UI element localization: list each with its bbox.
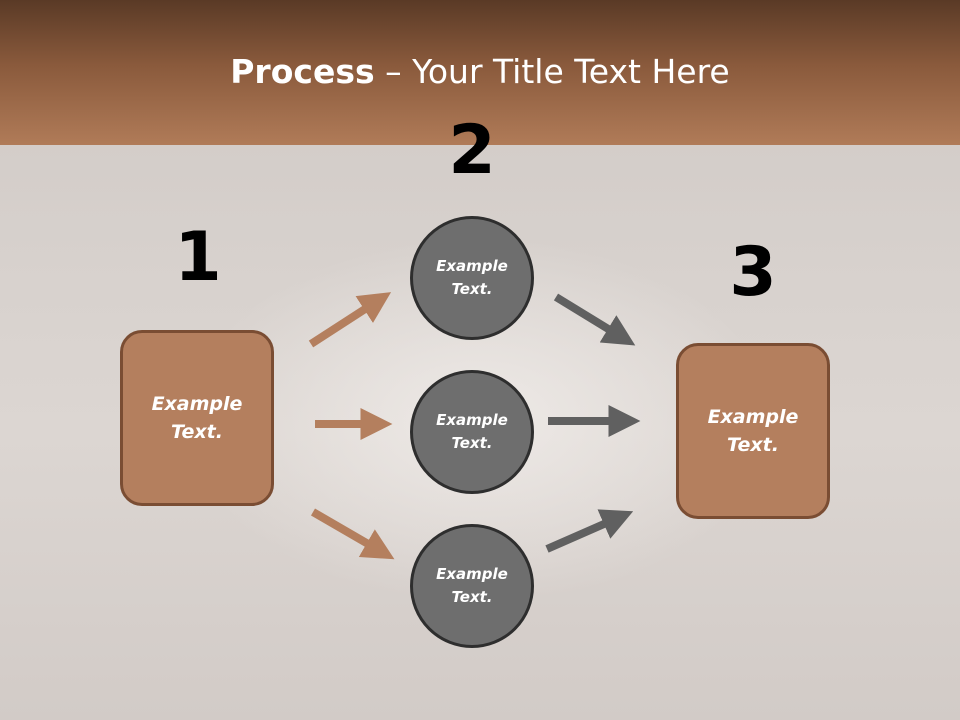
arrow-left-to-bottom bbox=[310, 508, 395, 560]
middle-circle-center[interactable]: Example Text. bbox=[410, 370, 534, 494]
title-rest: – Your Title Text Here bbox=[374, 52, 730, 91]
title-bar bbox=[0, 0, 960, 145]
circle-bottom-line1: Example bbox=[436, 564, 508, 583]
circle-bottom-line2: Text. bbox=[451, 588, 493, 606]
circle-top-line1: Example bbox=[436, 256, 508, 275]
arrow-top-to-right bbox=[553, 293, 636, 346]
left-box-line1: Example bbox=[151, 392, 243, 415]
step-number-1: 1 bbox=[174, 218, 222, 297]
middle-circle-bottom[interactable]: Example Text. bbox=[410, 524, 534, 648]
left-box-line2: Text. bbox=[171, 421, 223, 443]
circle-center-line2: Text. bbox=[451, 434, 493, 452]
title-bold: Process bbox=[230, 52, 375, 91]
right-step-box[interactable]: Example Text. bbox=[676, 343, 830, 519]
circle-top-line2: Text. bbox=[451, 280, 493, 298]
step-number-2: 2 bbox=[448, 111, 496, 190]
right-box-line2: Text. bbox=[727, 434, 779, 456]
circle-center-line1: Example bbox=[436, 410, 508, 429]
left-step-box[interactable]: Example Text. bbox=[120, 330, 274, 506]
arrow-left-to-top bbox=[308, 292, 392, 348]
slide-title: Process – Your Title Text Here bbox=[0, 52, 960, 91]
middle-circle-top[interactable]: Example Text. bbox=[410, 216, 534, 340]
arrow-bottom-to-right bbox=[545, 509, 634, 553]
step-number-3: 3 bbox=[729, 233, 777, 312]
right-box-line1: Example bbox=[707, 405, 799, 428]
